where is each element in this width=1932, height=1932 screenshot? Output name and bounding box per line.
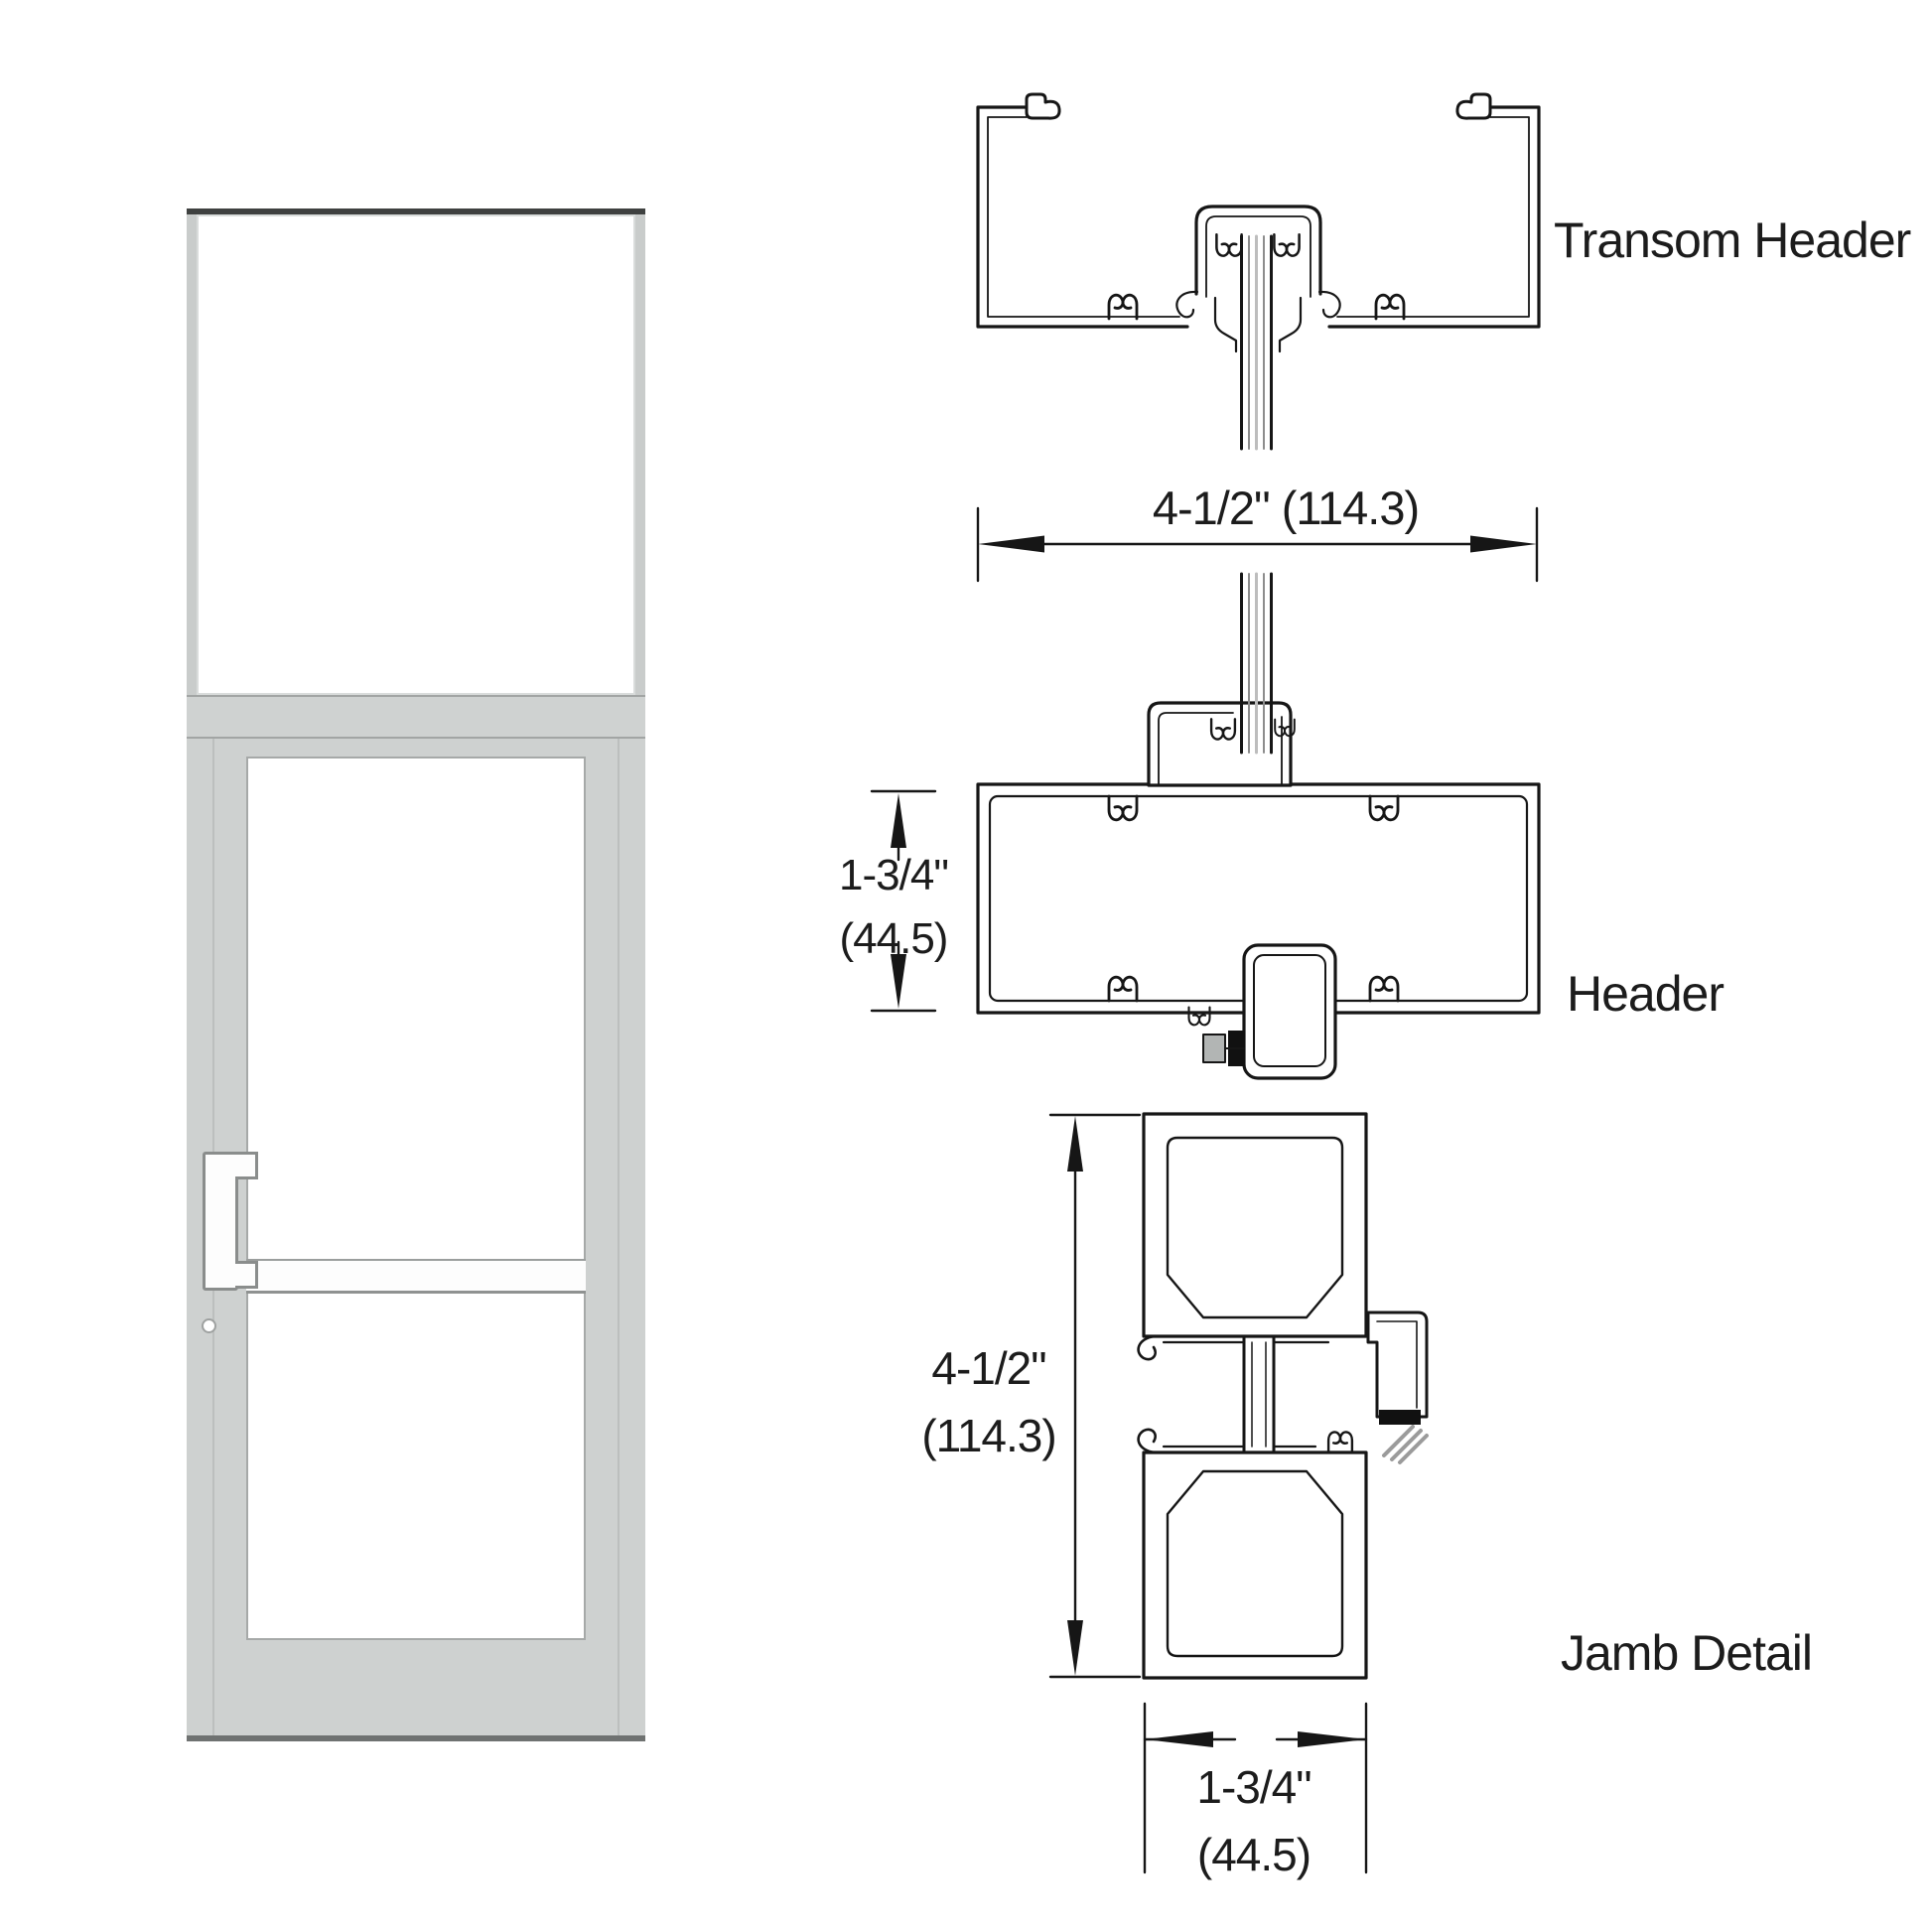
door-glass bbox=[246, 757, 586, 1640]
header-drawing bbox=[976, 701, 1541, 1080]
dimension-jamb-height-inches: 4-1/2" bbox=[931, 1342, 1046, 1394]
jamb-detail-drawing bbox=[1137, 1112, 1429, 1680]
dimension-jamb-width-inches: 1-3/4" bbox=[1196, 1761, 1311, 1813]
door-handle-arm-top bbox=[235, 1152, 258, 1179]
mid-rail bbox=[246, 1259, 586, 1294]
label-jamb-detail: Jamb Detail bbox=[1561, 1625, 1813, 1681]
dimension-header-height-inches: 1-3/4" bbox=[839, 851, 949, 899]
right-jamb-line bbox=[618, 739, 620, 1741]
transom-glass bbox=[187, 214, 645, 695]
door-handle bbox=[203, 1152, 238, 1291]
dimension-lines bbox=[870, 506, 1539, 1874]
door-top-edge bbox=[187, 208, 645, 214]
glass-unit-lines bbox=[1240, 234, 1273, 755]
dimension-jamb-height-mm: (114.3) bbox=[921, 1410, 1056, 1461]
dimension-header-height-mm: (44.5) bbox=[839, 914, 949, 963]
door-elevation bbox=[187, 208, 645, 1741]
door-frame bbox=[187, 739, 645, 1741]
door-bottom-edge bbox=[187, 1735, 645, 1741]
transom-bar bbox=[187, 695, 645, 739]
label-transom-header: Transom Header bbox=[1554, 212, 1911, 268]
dimension-transom-width: 4-1/2" (114.3) bbox=[1152, 482, 1420, 534]
dimension-jamb-width: 1-3/4" (44.5) bbox=[1140, 1753, 1368, 1888]
dimension-header-height: 1-3/4" (44.5) bbox=[789, 844, 998, 971]
door-handle-arm-bottom bbox=[235, 1261, 258, 1289]
dimension-jamb-width-mm: (44.5) bbox=[1196, 1829, 1311, 1880]
transom-header-drawing bbox=[976, 92, 1541, 353]
dimension-jamb-height: 4-1/2" (114.3) bbox=[880, 1334, 1098, 1469]
label-header: Header bbox=[1567, 966, 1725, 1022]
lock-cylinder bbox=[202, 1318, 216, 1333]
hatch-marks bbox=[1382, 1425, 1429, 1464]
jamb-stop-gasket bbox=[1379, 1410, 1421, 1425]
